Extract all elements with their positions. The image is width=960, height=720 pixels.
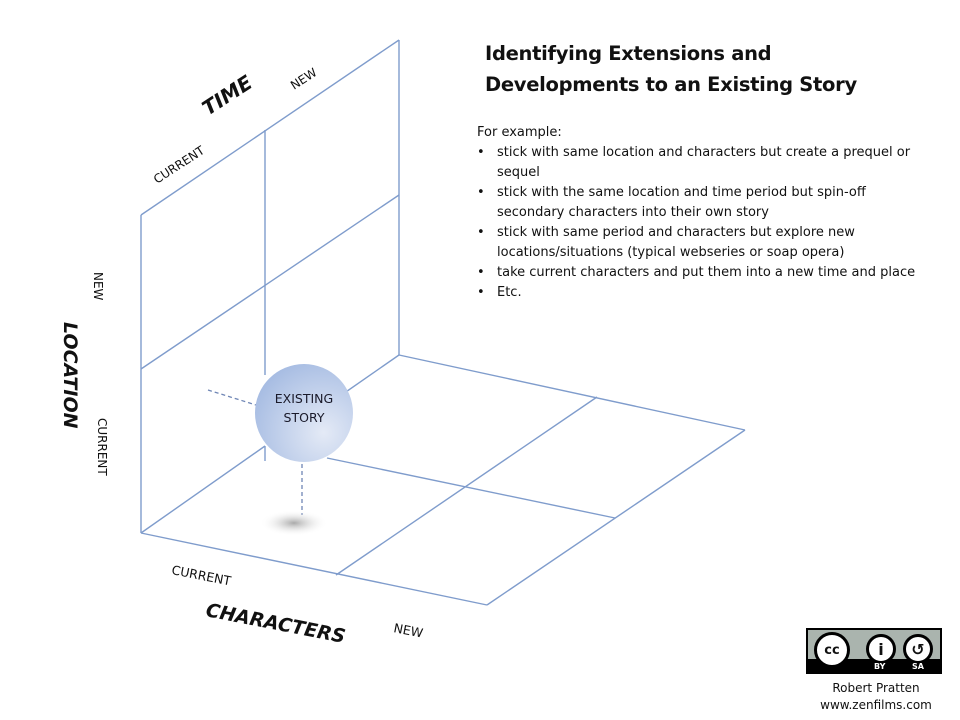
projection-line-left <box>207 389 257 406</box>
characters-current-label: CURRENT <box>170 562 232 588</box>
list-item: • stick with the same location and time p… <box>477 183 927 223</box>
sa-label: SA <box>912 662 924 671</box>
floor-mid-line-b <box>335 396 598 576</box>
list-item-text: take current characters and put them int… <box>497 265 916 280</box>
time-current-label: CURRENT <box>151 143 208 187</box>
examples-list: For example: • stick with same location a… <box>477 123 927 303</box>
bullet-icon: • <box>477 185 485 200</box>
floor-back-edge <box>398 354 746 431</box>
bullet-icon: • <box>477 145 485 160</box>
sphere-label-line2: STORY <box>284 410 325 425</box>
bullet-icon: • <box>477 225 485 240</box>
time-axis-label: TIME <box>198 70 257 120</box>
characters-new-label: NEW <box>392 620 424 640</box>
list-item: • Etc. <box>477 283 927 303</box>
examples-intro: For example: <box>477 125 562 140</box>
bullet-icon: • <box>477 285 485 300</box>
website-link[interactable]: www.zenfilms.com <box>820 698 932 712</box>
attribution-icon: i <box>866 634 896 664</box>
author-name: Robert Pratten <box>832 681 920 695</box>
bullet-icon: • <box>477 265 485 280</box>
creative-commons-badge[interactable]: cc i ↺ BY SA <box>806 628 942 674</box>
floor-left-edge <box>140 532 488 606</box>
list-item-text: Etc. <box>497 285 522 300</box>
list-item-text: stick with same location and characters … <box>497 145 911 180</box>
list-item: • stick with same location and characters… <box>477 143 927 183</box>
floor-mid-line-a <box>326 457 616 519</box>
share-alike-icon: ↺ <box>903 634 933 664</box>
title-line-1: Identifying Extensions and <box>485 42 772 65</box>
page-title: Identifying Extensions and Developments … <box>485 38 925 100</box>
location-current-label: CURRENT <box>95 418 109 476</box>
credit: Robert Pratten www.zenfilms.com <box>796 680 956 714</box>
by-label: BY <box>874 662 886 671</box>
sphere-label-line1: EXISTING <box>275 391 333 406</box>
floor-right-edge <box>486 429 746 606</box>
time-new-label: NEW <box>288 65 320 92</box>
list-item-text: stick with the same location and time pe… <box>497 185 866 220</box>
location-axis-label: LOCATION <box>59 322 81 429</box>
list-item: • stick with same period and characters b… <box>477 223 927 263</box>
wall-top-edge <box>140 39 400 216</box>
sphere-shadow <box>260 510 328 536</box>
existing-story-sphere <box>255 364 353 462</box>
list-item: • take current characters and put them in… <box>477 263 927 283</box>
floor-wall-junction <box>140 445 266 534</box>
list-item-text: stick with same period and characters bu… <box>497 225 855 260</box>
cc-icon: cc <box>814 632 850 668</box>
wall-mid-horizontal <box>140 194 400 370</box>
location-new-label: NEW <box>91 272 105 301</box>
title-line-2: Developments to an Existing Story <box>485 73 857 96</box>
characters-axis-label: CHARACTERS <box>204 599 347 648</box>
